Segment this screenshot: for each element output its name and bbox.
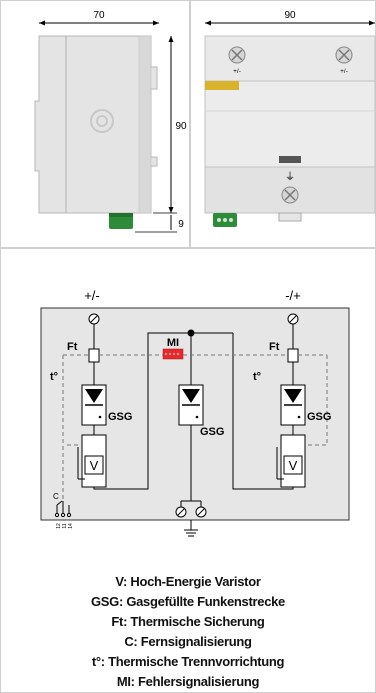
ft-right-label: Ft xyxy=(269,341,280,353)
c-pin-3: 14 xyxy=(68,523,74,529)
gsg-right-label: GSG xyxy=(307,411,331,423)
device-side-body xyxy=(34,35,158,214)
c-pin-2: 11 xyxy=(62,523,68,528)
thermal-link-dashed xyxy=(62,354,328,501)
terminal-top-right-icon xyxy=(287,313,299,325)
arrow-left-icon xyxy=(205,20,211,26)
side-width-label: 70 xyxy=(93,10,105,21)
gsg-center xyxy=(178,384,204,426)
terminal-left-label: +/- xyxy=(233,68,241,75)
connector-pin-3 xyxy=(229,218,233,222)
terminal-plus-minus-label: +/- xyxy=(84,288,100,303)
status-window xyxy=(279,156,301,163)
front-view-drawing: 90 +/- +/- ⏚ xyxy=(204,10,376,227)
side-rail xyxy=(138,35,152,214)
height-label: 90 xyxy=(175,121,187,132)
terminal-screw-right-icon xyxy=(335,46,353,64)
side-view-drawing: 70 90 9 xyxy=(34,10,187,233)
t-right-label: t° xyxy=(253,371,261,383)
ft-left-label: Ft xyxy=(67,341,78,353)
varistor-right xyxy=(276,434,306,488)
earth-ground-icon xyxy=(184,520,198,537)
fuse-left xyxy=(88,348,100,363)
legend-item-gsg: GSG: Gasgefüllte Funkenstrecke xyxy=(90,594,285,609)
junction-dot-icon xyxy=(187,329,195,337)
gsg-left-label: GSG xyxy=(108,411,132,423)
arrow-right-icon xyxy=(369,20,375,26)
terminal-screw-left-icon xyxy=(228,46,246,64)
side-view-panel: 70 90 9 xyxy=(0,0,190,248)
fuse-right xyxy=(287,348,299,363)
brand-logo-icon xyxy=(90,109,114,133)
ground-clamp xyxy=(278,212,302,222)
terminal-right-label: +/- xyxy=(340,68,348,75)
gsg-right xyxy=(280,384,306,426)
gsg-left xyxy=(81,384,107,426)
ground-screw-icon xyxy=(281,186,299,204)
gsg-center-label: GSG xyxy=(200,426,224,438)
varistor-left xyxy=(77,434,107,488)
arrow-right-icon xyxy=(153,20,159,26)
ground-symbol: ⏚ xyxy=(285,171,295,183)
ground-terminal-left-icon xyxy=(175,506,187,518)
main-wiring xyxy=(93,324,294,501)
schematic-diagram: +/- -/+ xyxy=(40,288,350,537)
base-height-label: 9 xyxy=(178,219,184,230)
v-left-label: V xyxy=(90,458,99,473)
signal-connector-side xyxy=(109,215,133,229)
legend-item-fault-indicator: MI: Fehlersignalisierung xyxy=(116,674,260,689)
schematic-panel: +/- -/+ xyxy=(0,248,376,693)
connector-pin-1 xyxy=(217,218,221,222)
arrow-left-icon xyxy=(39,20,45,26)
c-label: C xyxy=(53,492,59,501)
t-left-label: t° xyxy=(50,371,58,383)
legend-item-thermal-disconnector: t°: Thermische Trennvorrichtung xyxy=(91,654,285,669)
legend-item-varistor: V: Hoch-Energie Varistor xyxy=(115,574,261,589)
legend: V: Hoch-Energie Varistor GSG: Gasgefüllt… xyxy=(0,572,376,692)
v-right-label: V xyxy=(289,458,298,473)
terminal-top-left-icon xyxy=(88,313,100,325)
terminal-minus-plus-label: -/+ xyxy=(285,288,301,303)
ground-terminal-right-icon xyxy=(195,506,207,518)
legend-item-thermal-fuse: Ft: Thermische Sicherung xyxy=(111,614,265,629)
mi-label: MI xyxy=(167,337,179,349)
arrow-down-icon xyxy=(168,207,174,213)
arrow-up-icon xyxy=(168,36,174,42)
signal-connector-top xyxy=(109,213,133,217)
front-width-label: 90 xyxy=(284,10,296,21)
front-middle-body xyxy=(204,80,376,168)
signal-contact-icon xyxy=(54,500,72,518)
connector-pin-2 xyxy=(223,218,227,222)
legend-item-remote-signal: C: Fernsignalisierung xyxy=(124,634,252,649)
front-view-panel: 90 +/- +/- ⏚ xyxy=(190,0,376,248)
status-flag xyxy=(205,81,239,90)
c-pin-1: 12 xyxy=(56,523,62,529)
